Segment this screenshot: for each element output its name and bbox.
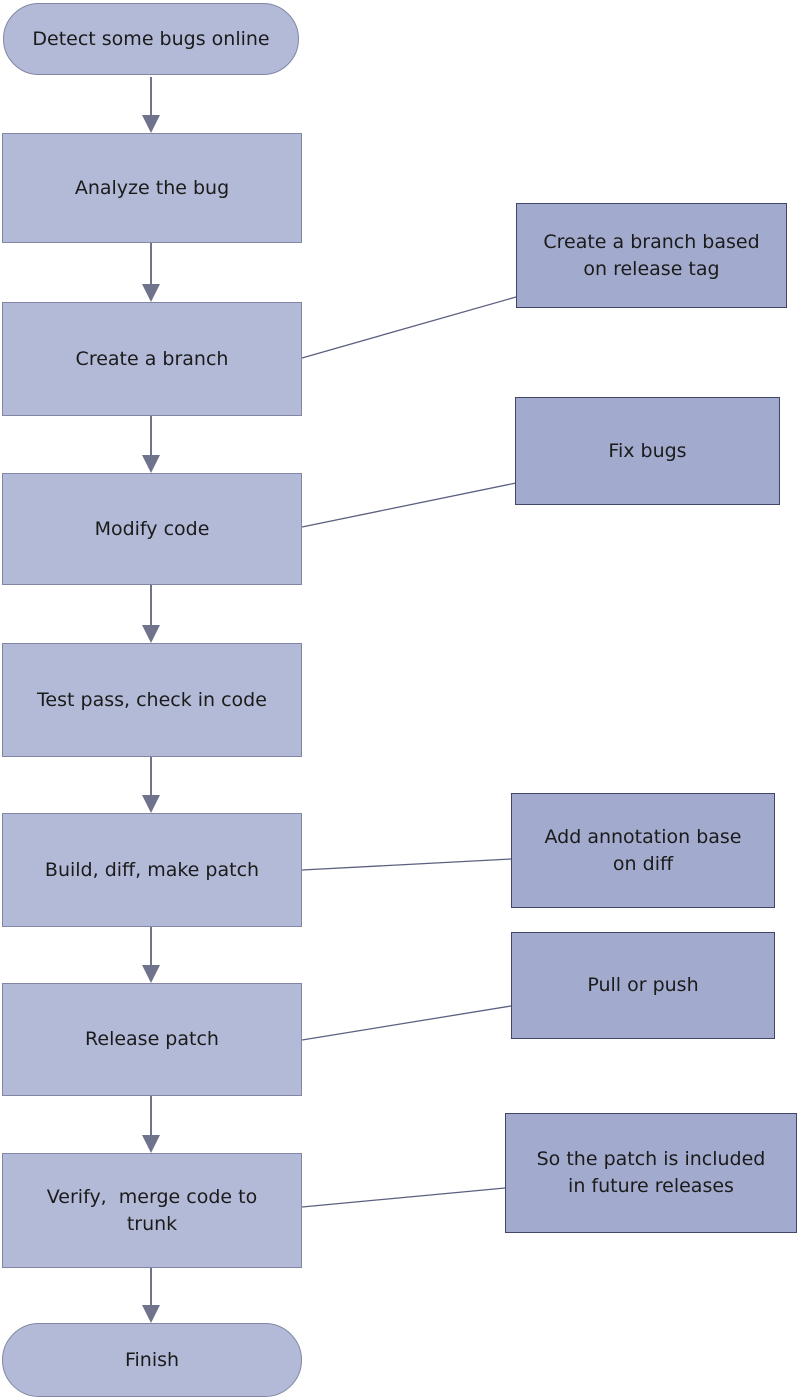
annotation-connector-annotation-note — [301, 858, 512, 871]
node-build-diff-label: Build, diff, make patch — [44, 858, 260, 881]
node-modify-code-label: Modify code — [94, 517, 210, 540]
annotation-connector-future-note — [301, 1187, 506, 1208]
annotation-fix-note-label: Fix bugs — [608, 439, 687, 462]
annotation-annotation-note: Add annotation base on diff — [511, 793, 775, 908]
node-modify-code: Modify code — [2, 473, 302, 585]
flow-arrow-verify-finish — [142, 1268, 160, 1323]
annotation-fix-note: Fix bugs — [515, 397, 780, 505]
node-start-label: Detect some bugs online — [32, 27, 270, 50]
node-build-diff: Build, diff, make patch — [2, 813, 302, 927]
annotation-connector-pull-note — [301, 1005, 512, 1041]
node-verify-merge: Verify, merge code to trunk — [2, 1153, 302, 1268]
flow-arrow-start-analyze — [142, 77, 160, 133]
flow-arrow-analyze-createbranch — [142, 243, 160, 302]
annotation-pull-note: Pull or push — [511, 932, 775, 1039]
node-verify-merge-label: Verify, merge code to trunk — [46, 1185, 258, 1235]
flow-arrow-modifycode-testpass — [142, 585, 160, 643]
node-create-branch: Create a branch — [2, 302, 302, 416]
node-test-pass-label: Test pass, check in code — [37, 688, 267, 711]
annotation-branch-note-label: Create a branch based on release tag — [543, 230, 760, 280]
flow-arrow-builddiff-releasepatch — [142, 927, 160, 983]
annotation-annotation-note-label: Add annotation base on diff — [544, 825, 742, 875]
node-test-pass: Test pass, check in code — [2, 643, 302, 757]
node-finish-label: Finish — [124, 1348, 180, 1371]
annotation-future-note: So the patch is included in future relea… — [505, 1113, 797, 1233]
node-start: Detect some bugs online — [3, 3, 299, 75]
node-finish: Finish — [2, 1323, 302, 1397]
flow-arrow-releasepatch-verify — [142, 1096, 160, 1153]
annotation-branch-note: Create a branch based on release tag — [516, 203, 787, 308]
annotation-pull-note-label: Pull or push — [587, 974, 699, 997]
flow-arrow-testpass-builddiff — [142, 757, 160, 813]
annotation-connector-fix-note — [301, 482, 517, 528]
annotation-connector-branch-note — [301, 296, 517, 359]
flow-arrow-createbranch-modifycode — [142, 416, 160, 473]
node-release-patch-label: Release patch — [85, 1028, 219, 1051]
node-create-branch-label: Create a branch — [75, 347, 229, 370]
node-analyze: Analyze the bug — [2, 133, 302, 243]
node-release-patch: Release patch — [2, 983, 302, 1096]
node-analyze-label: Analyze the bug — [74, 176, 230, 199]
annotation-future-note-label: So the patch is included in future relea… — [536, 1148, 766, 1197]
